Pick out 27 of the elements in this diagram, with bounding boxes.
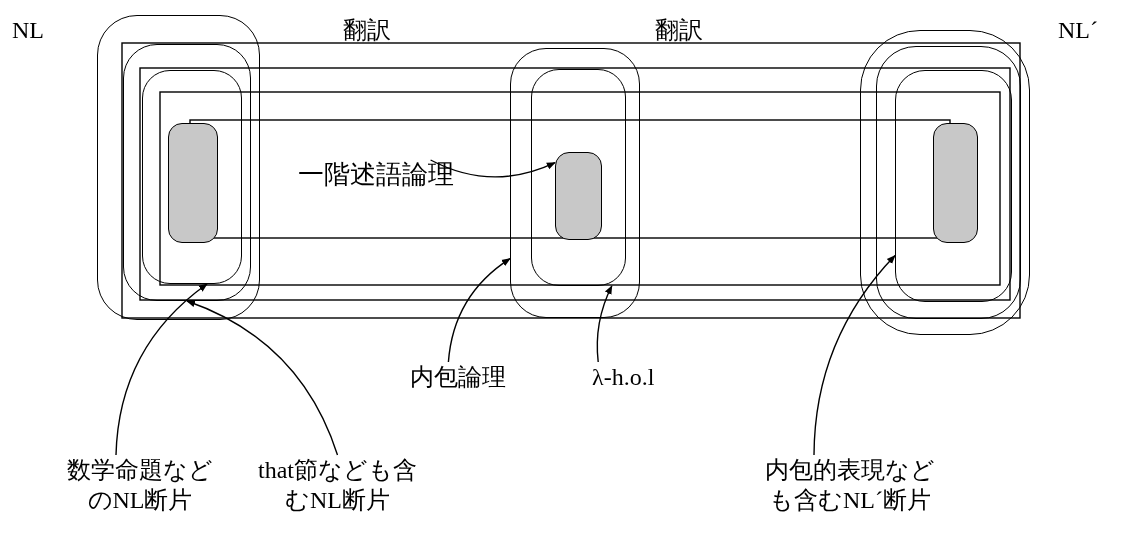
arrow [447,257,511,363]
arrow [813,254,896,456]
region-label: λ-h.o.l [592,362,655,392]
arrow [429,159,556,178]
arrow [115,283,208,456]
region-label: that節なども含むNL断片 [250,455,425,515]
region-label: 一階述語論理 [298,160,454,190]
rounded-region [97,15,260,320]
rounded-region [142,70,242,284]
arrow [596,285,613,363]
rounded-region [531,69,626,286]
rounded-region [860,30,1030,335]
rounded-region [895,70,1012,302]
region-label: 内包論理 [410,362,506,392]
shaded-region [555,152,602,240]
shaded-region [933,123,978,243]
translation-label: 翻訳 [655,16,703,45]
region-label: 内包的表現なども含むNL´断片 [760,455,940,515]
language-label: NL´ [1058,16,1098,45]
arrow [186,300,339,456]
rounded-region [876,46,1021,319]
translation-label: 翻訳 [343,16,391,45]
region-label: 数学命題などのNL断片 [60,455,220,515]
shaded-region [168,123,218,243]
rounded-region [123,44,251,301]
rounded-region [510,48,640,318]
language-label: NL [12,16,44,45]
